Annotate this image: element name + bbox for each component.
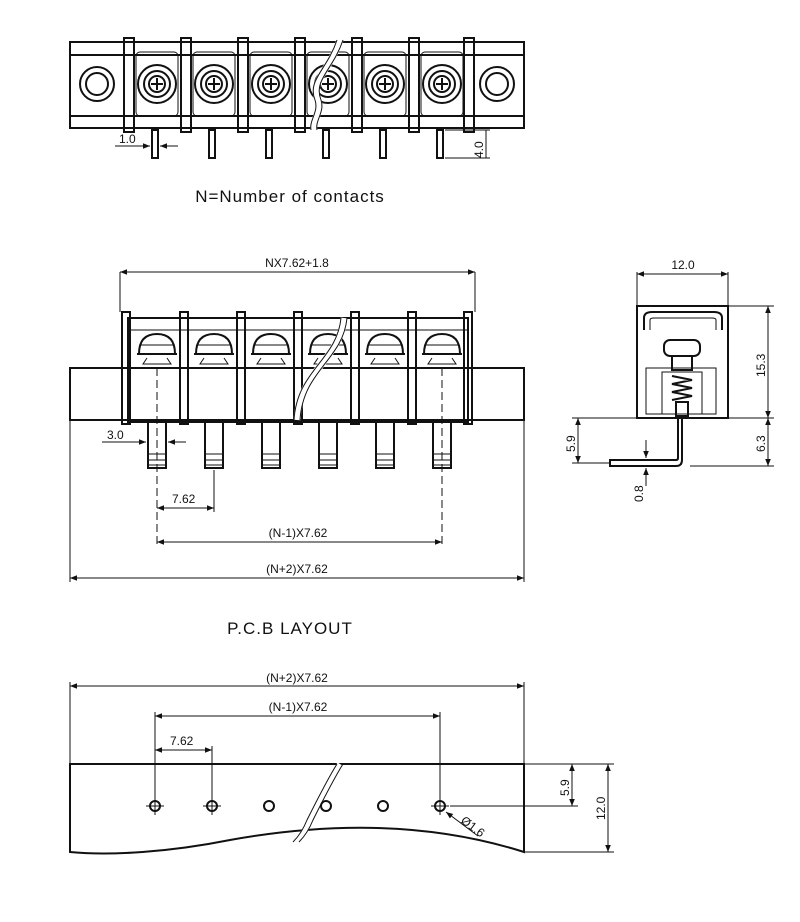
front-view: NX7.62+1.8 — [69, 256, 525, 582]
screw-icon — [193, 333, 235, 365]
top-view-pins — [151, 129, 444, 159]
screw-icon — [364, 333, 406, 365]
pcb-pitch-label: 7.62 — [170, 734, 194, 748]
screw-icon — [250, 333, 292, 365]
screw-icon — [251, 64, 291, 104]
screw-icon — [421, 333, 463, 365]
pcb-holes — [146, 797, 449, 815]
screw-icon — [137, 64, 177, 104]
dim-pin-width: 1.0 — [115, 132, 178, 149]
overall-top-label: NX7.62+1.8 — [265, 256, 329, 270]
terminal-barriers — [123, 37, 475, 133]
contacts-note: N=Number of contacts — [195, 187, 385, 206]
pcb-span-n-plus-2-label: (N+2)X7.62 — [266, 671, 328, 685]
front-barriers — [121, 311, 473, 425]
side-pin-height-label: 6.3 — [754, 435, 768, 452]
top-view: 1.0 4.0 — [69, 37, 525, 159]
front-view-block — [127, 317, 469, 423]
side-width-label: 12.0 — [671, 258, 695, 272]
pin-offset-label: 3.0 — [107, 428, 124, 442]
pcb-depth-label: 12.0 — [594, 796, 608, 820]
mounting-hole-left — [79, 66, 115, 102]
span-n-minus-1-label: (N-1)X7.62 — [269, 526, 328, 540]
pcb-layout: (N+2)X7.62 (N-1)X7.62 7.62 Ø1 — [69, 671, 614, 855]
span-n-plus-2-label: (N+2)X7.62 — [266, 562, 328, 576]
pcb-board-outline — [69, 763, 525, 855]
pcb-span-n-minus-1-label: (N-1)X7.62 — [269, 700, 328, 714]
screw-icon — [194, 64, 234, 104]
pin-width-label: 1.0 — [119, 132, 136, 146]
side-height-label: 15.3 — [754, 353, 768, 377]
pcb-layout-title: P.C.B LAYOUT — [227, 619, 353, 638]
pcb-row-offset-label: 5.9 — [558, 779, 572, 796]
side-pin-thickness-label: 0.8 — [632, 485, 646, 502]
dim-pin-length: 4.0 — [445, 129, 490, 159]
pitch-label: 7.62 — [172, 492, 196, 506]
front-screws — [136, 333, 463, 365]
dim-pin-offset: 3.0 — [102, 428, 186, 445]
mounting-hole-right — [479, 66, 515, 102]
pin-length-label: 4.0 — [472, 141, 486, 158]
screw-icon — [365, 64, 405, 104]
side-pin-offset-label: 5.9 — [564, 435, 578, 452]
side-view: 12.0 15.3 6.3 5.9 0.8 — [564, 258, 774, 502]
screw-icon — [422, 64, 462, 104]
terminal-screws — [135, 51, 464, 117]
screw-icon — [136, 333, 178, 365]
front-pins — [147, 419, 452, 469]
